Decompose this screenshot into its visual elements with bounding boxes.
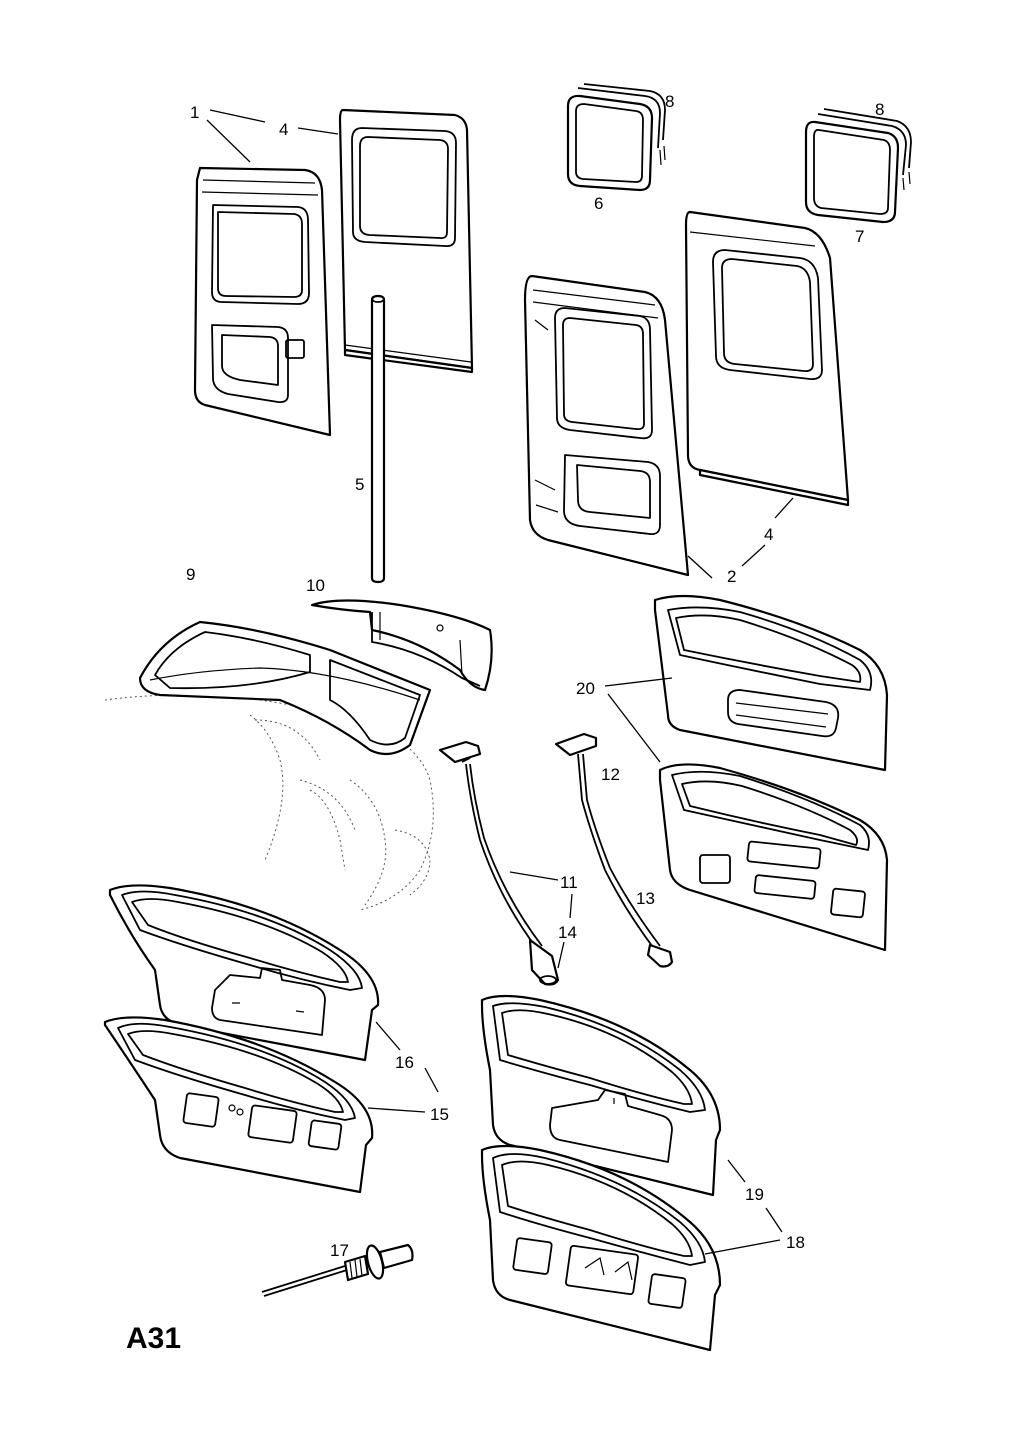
window-seal-part-8-lower [817,108,912,191]
callout-3: 4 [279,120,288,139]
window-glass-part-7 [804,120,900,224]
callout-7: 7 [855,227,864,246]
gas-strut-part-11 [438,740,560,986]
callout-15: 15 [430,1105,449,1124]
rear-door-outer-panel-part-3 [338,108,474,374]
tailgate-inner-panel-part-18 [480,1144,722,1352]
rear-door-inner-panel-part-2 [523,274,690,577]
callout-13: 13 [636,889,655,908]
callout-8-lower: 8 [875,100,884,119]
callout-17: 17 [330,1241,349,1260]
callout-20: 20 [576,679,595,698]
callout-1: 1 [190,103,199,122]
gas-strut-part-13 [604,867,674,968]
callout-9: 9 [186,565,195,584]
tailgate-inner-panel-part-15 [103,1016,374,1194]
callout-2: 2 [727,567,736,586]
rivet-part-17 [261,1243,414,1297]
window-glass-part-6 [566,94,654,192]
vehicle-outline-dotted [104,694,434,911]
callout-6: 6 [594,194,603,213]
rear-door-left-outer-part-1 [193,166,332,437]
callout-labels: 1 4 8 6 8 7 5 4 2 9 10 20 12 11 13 14 16… [186,92,884,1260]
callout-leader-lines [206,109,794,1255]
callout-5: 5 [355,475,364,494]
callout-8-upper: 8 [665,92,674,111]
tailgate-inner-panel-part-20 [658,763,889,952]
callout-11: 11 [560,873,578,892]
sheet-id-label: A31 [126,1322,181,1355]
gas-strut-part-12 [554,732,611,871]
callout-16: 16 [395,1053,414,1072]
callout-19: 19 [745,1185,764,1204]
tailgate-outer-part-19 [480,994,722,1197]
spoiler-part-10 [310,599,493,692]
tailgate-part-9 [138,620,432,756]
tailgate-outer-part-20 [653,594,889,772]
callout-10: 10 [306,576,325,595]
rear-door-outer-panel-part-4 [684,210,850,507]
callout-18: 18 [786,1233,805,1252]
callout-14: 14 [558,923,577,942]
callout-12: 12 [601,765,620,784]
callout-4: 4 [764,525,773,544]
window-seal-part-8-upper [577,83,666,166]
tailgate-outer-part-16 [108,884,380,1062]
hose-part-5 [370,294,386,584]
